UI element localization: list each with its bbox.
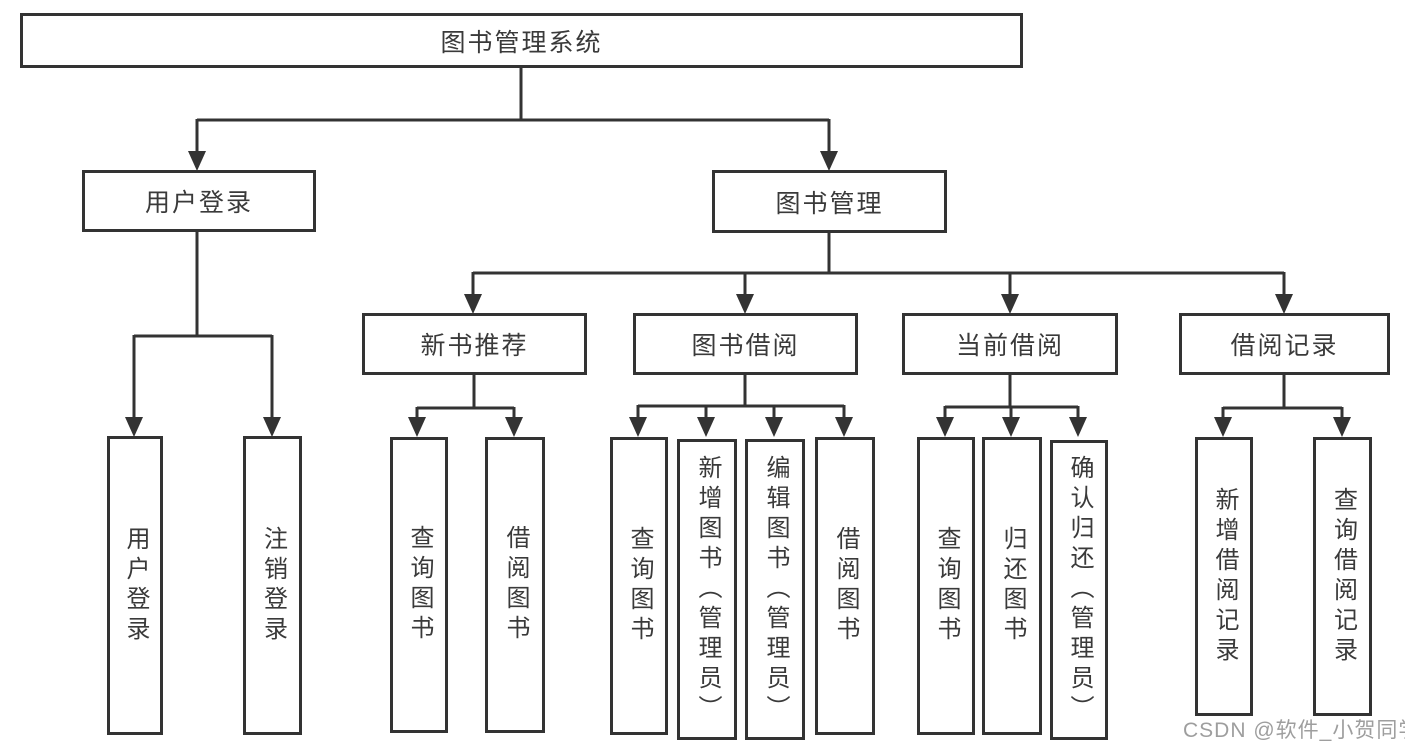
arrowhead-cb-return (1002, 417, 1020, 437)
leaf-nb-borrow-book-label: 借阅图书 (502, 525, 529, 645)
leaf-cb-confirm-return-admin-label: 确认归还（管理员） (1066, 455, 1093, 725)
leaf-bb-add-book-admin: 新增图书（管理员） (677, 439, 737, 740)
leaf-br-add-record: 新增借阅记录 (1195, 437, 1253, 716)
leaf-nb-query-book-label: 查询图书 (406, 525, 433, 645)
connector-current-to-leaves (943, 375, 1080, 419)
arrowhead-book-borrow (736, 294, 754, 314)
leaf-nb-borrow-book: 借阅图书 (485, 437, 545, 733)
arrowhead-user-login (188, 151, 206, 171)
connector-newbook-to-leaves (415, 375, 516, 419)
node-book-management-label: 图书管理 (775, 189, 884, 218)
arrowhead-current-borrow (1001, 294, 1019, 314)
node-borrow-record: 借阅记录 (1179, 313, 1390, 375)
leaf-br-query-record: 查询借阅记录 (1313, 437, 1372, 716)
arrowhead-leaf-user-login (125, 417, 143, 437)
node-book-management: 图书管理 (712, 170, 947, 233)
node-user-login-label: 用户登录 (144, 189, 253, 217)
connector-record-to-leaves (1221, 375, 1344, 419)
leaf-bb-borrow-book: 借阅图书 (815, 437, 875, 735)
leaf-bb-edit-book-admin: 编辑图书（管理员） (745, 439, 805, 740)
csdn-watermark: CSDN @软件_小贺同学 (1183, 719, 1405, 742)
leaf-cb-query-book-label: 查询图书 (933, 526, 960, 646)
node-library-system: 图书管理系统 (20, 13, 1023, 68)
node-user-login: 用户登录 (82, 170, 316, 232)
node-new-book-recommend: 新书推荐 (362, 313, 587, 375)
connector-user-to-leaves (132, 232, 274, 419)
connector-root-to-level2 (195, 68, 831, 153)
leaf-bb-add-book-admin-label: 新增图书（管理员） (694, 454, 721, 725)
arrowhead-nb-borrow (505, 417, 523, 437)
leaf-cb-return-book: 归还图书 (982, 437, 1042, 735)
node-library-system-label: 图书管理系统 (440, 28, 603, 57)
leaf-bb-edit-book-admin-label: 编辑图书（管理员） (762, 454, 789, 725)
arrowhead-br-add (1214, 417, 1232, 437)
arrowhead-br-query (1333, 417, 1351, 437)
arrowhead-bb-borrow (835, 417, 853, 437)
connector-mgmt-to-level3 (471, 233, 1286, 296)
node-book-borrow-label: 图书借阅 (691, 332, 800, 360)
leaf-user-login: 用户登录 (107, 436, 163, 735)
connector-borrow-to-leaves (636, 375, 846, 419)
arrowhead-cb-confirm (1069, 417, 1087, 437)
arrowhead-cb-query (936, 417, 954, 437)
leaf-bb-query-book-label: 查询图书 (626, 526, 653, 646)
leaf-nb-query-book: 查询图书 (390, 437, 448, 733)
arrowhead-leaf-logout (263, 417, 281, 437)
leaf-logout-login: 注销登录 (243, 436, 302, 735)
arrowhead-book-management (820, 151, 838, 171)
node-book-borrow: 图书借阅 (633, 313, 858, 375)
leaf-cb-confirm-return-admin: 确认归还（管理员） (1050, 440, 1108, 740)
node-current-borrow-label: 当前借阅 (955, 332, 1064, 360)
leaf-cb-return-book-label: 归还图书 (999, 526, 1026, 646)
leaf-br-query-record-label: 查询借阅记录 (1329, 486, 1357, 667)
leaf-logout-login-label: 注销登录 (259, 525, 287, 646)
arrowhead-bb-add (697, 417, 715, 437)
leaf-bb-query-book: 查询图书 (610, 437, 668, 735)
arrowhead-bb-edit (765, 417, 783, 437)
arrowhead-borrow-record (1275, 294, 1293, 314)
node-current-borrow: 当前借阅 (902, 313, 1118, 375)
node-borrow-record-label: 借阅记录 (1230, 332, 1339, 360)
arrowhead-new-book (464, 294, 482, 314)
leaf-cb-query-book: 查询图书 (917, 437, 975, 735)
leaf-bb-borrow-book-label: 借阅图书 (832, 526, 859, 646)
arrowhead-nb-query (408, 417, 426, 437)
leaf-br-add-record-label: 新增借阅记录 (1211, 486, 1238, 667)
arrowhead-bb-query (629, 417, 647, 437)
leaf-user-login-label: 用户登录 (122, 525, 149, 646)
node-new-book-recommend-label: 新书推荐 (420, 332, 529, 360)
